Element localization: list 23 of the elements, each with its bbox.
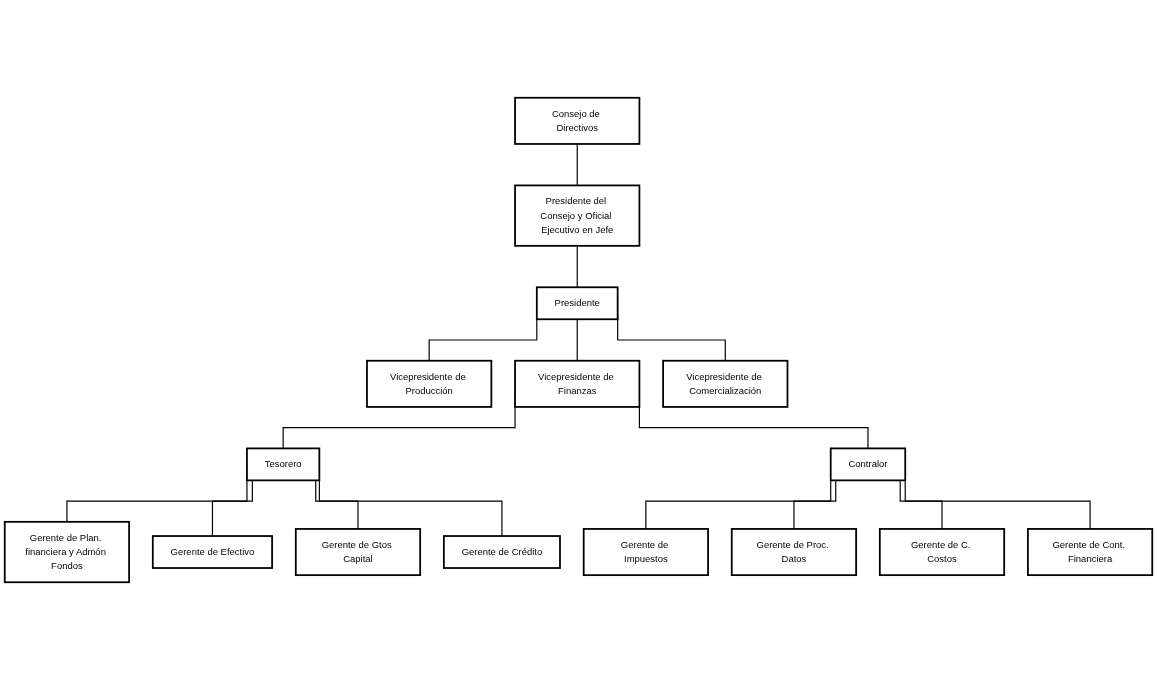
- node-box: Presidente: [535, 286, 619, 321]
- connector: [793, 479, 837, 530]
- connector: [315, 479, 359, 530]
- connector: [899, 479, 943, 530]
- node-box: Vicepresidente de Finanzas: [514, 359, 641, 408]
- connector: [576, 143, 578, 186]
- node-box: Gerente de Impuestos: [582, 528, 709, 576]
- node-box: Gerente de Proc. Datos: [730, 528, 857, 576]
- node-box: Vicepresidente de Producción: [366, 359, 493, 408]
- node-box: Gerente de Gtos Capital: [294, 528, 422, 576]
- node-box: Gerente de Efectivo: [151, 535, 273, 569]
- node-box: Tesorero: [246, 447, 321, 482]
- connector: [211, 479, 253, 537]
- node-box: Gerente de C. Costos: [878, 528, 1006, 576]
- node-box: Gerente de Cont. Financiera: [1027, 528, 1154, 576]
- node-box: Vicepresidente de Comercialización: [662, 359, 789, 408]
- node-box: Contralor: [829, 447, 907, 482]
- node-box: Gerente de Plan. financiera y Admón Fondos: [3, 520, 130, 584]
- node-box: Gerente de Crédito: [442, 535, 561, 569]
- connector: [576, 245, 578, 288]
- node-box: Presidente del Consejo y Oficial Ejecutivo en Jefe: [514, 184, 641, 247]
- connector: [576, 318, 578, 362]
- node-box: Consejo de Directivos: [514, 96, 641, 145]
